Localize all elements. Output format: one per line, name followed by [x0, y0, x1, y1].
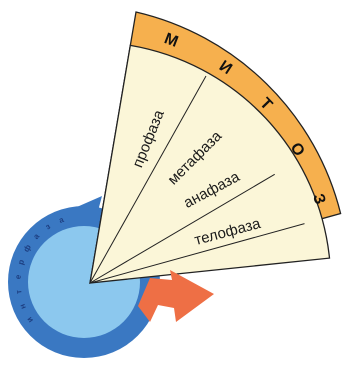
phases-sector [90, 45, 330, 283]
